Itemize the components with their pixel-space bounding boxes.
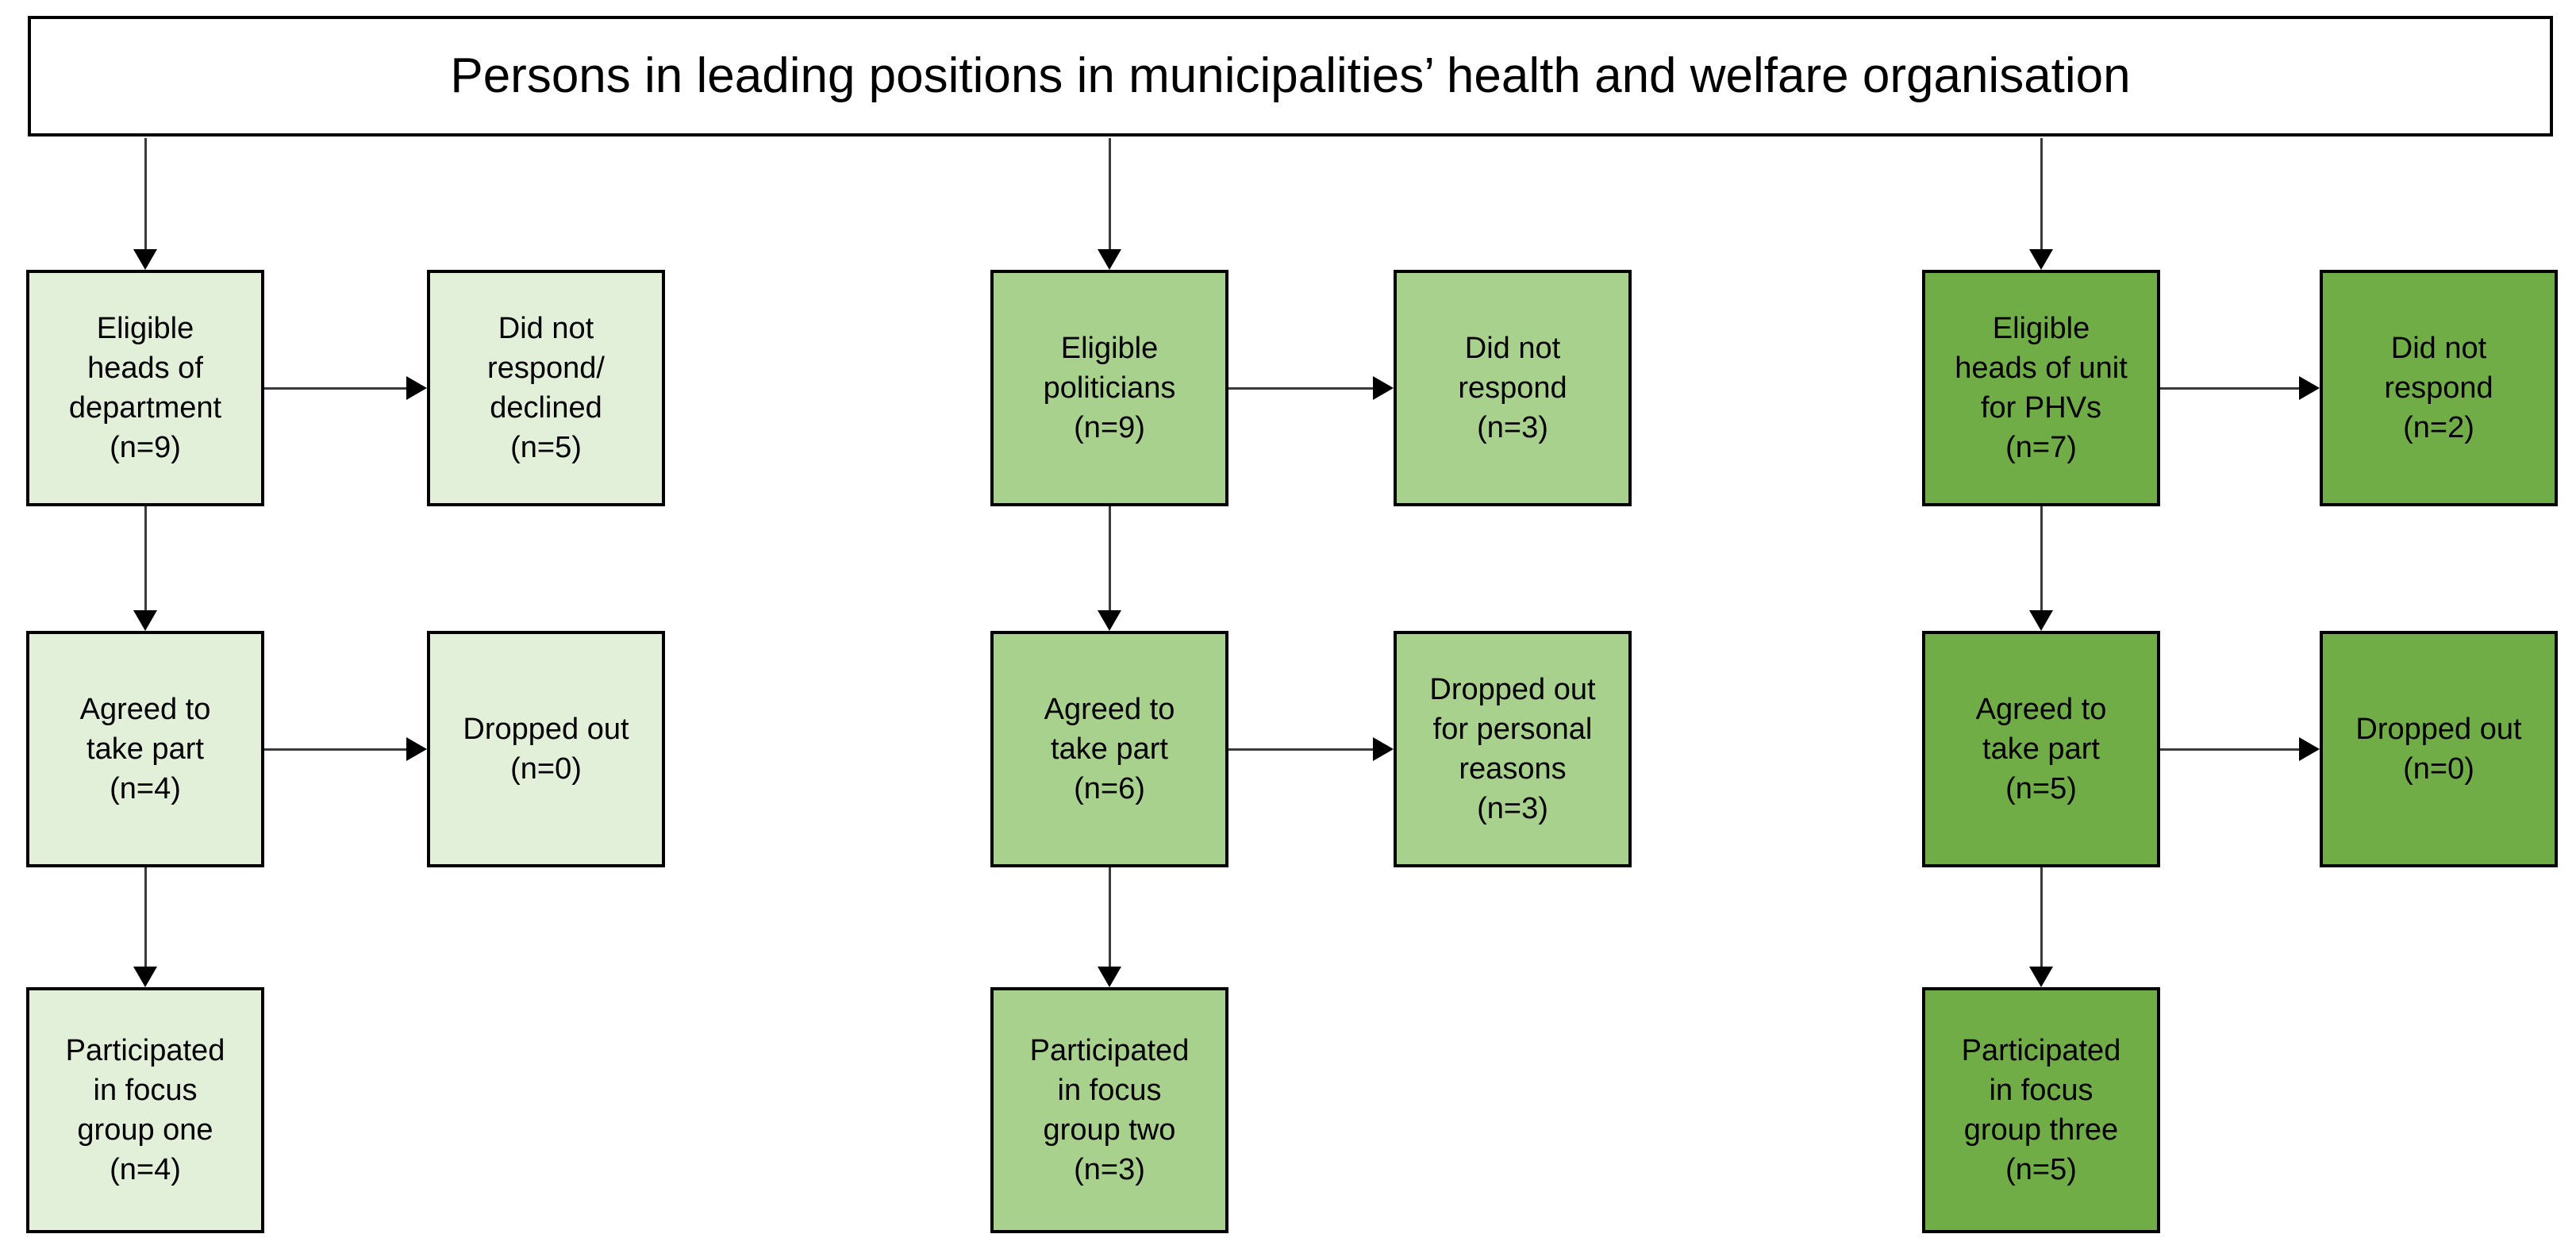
connector-line bbox=[264, 748, 408, 751]
box-group1-eligible: Eligible heads of department (n=9) bbox=[26, 270, 264, 506]
arrow-group1-agreed-to-dropped bbox=[264, 736, 427, 763]
box-group3-agreed: Agreed to take part (n=5) bbox=[1922, 631, 2160, 867]
arrow-group1-agreed-to-participated bbox=[133, 867, 157, 987]
connector-line bbox=[144, 867, 147, 968]
box-group3-eligible: Eligible heads of unit for PHVs (n=7) bbox=[1922, 270, 2160, 506]
arrow-group3-eligible-to-agreed bbox=[2029, 506, 2053, 631]
box-group3-dropped-out: Dropped out (n=0) bbox=[2320, 631, 2558, 867]
arrow-group3-agreed-to-dropped bbox=[2160, 736, 2320, 763]
arrowhead-right-icon bbox=[406, 376, 427, 400]
box-group2-agreed: Agreed to take part (n=6) bbox=[990, 631, 1228, 867]
arrow-group1-eligible-to-noresponse bbox=[264, 375, 427, 402]
box-text: Participated in focus group two (n=3) bbox=[1029, 1033, 1190, 1187]
arrowhead-down-icon bbox=[133, 967, 157, 987]
arrowhead-right-icon bbox=[1373, 737, 1394, 761]
connector-line bbox=[2160, 748, 2301, 751]
arrow-group3-eligible-to-noresponse bbox=[2160, 375, 2320, 402]
box-group2-dropped-out: Dropped out for personal reasons (n=3) bbox=[1394, 631, 1632, 867]
arrowhead-down-icon bbox=[1098, 610, 1121, 631]
arrow-group2-agreed-to-dropped bbox=[1228, 736, 1394, 763]
box-text: Agreed to take part (n=5) bbox=[1975, 692, 2107, 806]
box-text: Participated in focus group three (n=5) bbox=[1961, 1033, 2121, 1187]
arrow-title-to-group2 bbox=[1098, 138, 1121, 270]
arrowhead-down-icon bbox=[2029, 610, 2053, 631]
arrow-group2-agreed-to-participated bbox=[1098, 867, 1121, 987]
arrow-group2-eligible-to-agreed bbox=[1098, 506, 1121, 631]
connector-line bbox=[2160, 386, 2301, 390]
box-text: Eligible heads of department (n=9) bbox=[68, 311, 222, 465]
box-group1-agreed: Agreed to take part (n=4) bbox=[26, 631, 264, 867]
arrowhead-down-icon bbox=[133, 610, 157, 631]
connector-line bbox=[1108, 138, 1111, 251]
box-group2-participated: Participated in focus group two (n=3) bbox=[990, 987, 1228, 1233]
box-group2-did-not-respond: Did not respond (n=3) bbox=[1394, 270, 1632, 506]
arrowhead-down-icon bbox=[2029, 249, 2053, 270]
arrowhead-right-icon bbox=[406, 737, 427, 761]
connector-line bbox=[1108, 506, 1111, 612]
connector-line bbox=[2040, 506, 2043, 612]
arrowhead-right-icon bbox=[2299, 376, 2320, 400]
connector-line bbox=[1108, 867, 1111, 968]
connector-line bbox=[264, 386, 408, 390]
box-text: Eligible politicians (n=9) bbox=[1043, 331, 1176, 445]
box-text: Dropped out (n=0) bbox=[463, 712, 629, 786]
box-text: Dropped out (n=0) bbox=[2355, 712, 2522, 786]
box-text: Did not respond/ declined (n=5) bbox=[487, 311, 605, 465]
box-group2-eligible: Eligible politicians (n=9) bbox=[990, 270, 1228, 506]
connector-line bbox=[1228, 386, 1375, 390]
connector-line bbox=[144, 138, 147, 251]
box-text: Agreed to take part (n=4) bbox=[79, 692, 211, 806]
box-text: Did not respond (n=3) bbox=[1458, 331, 1567, 445]
box-group3-participated: Participated in focus group three (n=5) bbox=[1922, 987, 2160, 1233]
arrowhead-down-icon bbox=[133, 249, 157, 270]
box-text: Agreed to take part (n=6) bbox=[1044, 692, 1175, 806]
arrowhead-down-icon bbox=[1098, 249, 1121, 270]
arrow-group2-eligible-to-noresponse bbox=[1228, 375, 1394, 402]
connector-line bbox=[144, 506, 147, 612]
box-text: Dropped out for personal reasons (n=3) bbox=[1429, 672, 1596, 826]
diagram-title: Persons in leading positions in municipa… bbox=[28, 16, 2553, 136]
arrowhead-down-icon bbox=[2029, 967, 2053, 987]
box-text: Participated in focus group one (n=4) bbox=[65, 1033, 225, 1187]
arrow-group3-agreed-to-participated bbox=[2029, 867, 2053, 987]
box-text: Eligible heads of unit for PHVs (n=7) bbox=[1955, 311, 2128, 465]
box-group3-did-not-respond: Did not respond (n=2) bbox=[2320, 270, 2558, 506]
connector-line bbox=[2040, 867, 2043, 968]
connector-line bbox=[2040, 138, 2043, 251]
arrow-group1-eligible-to-agreed bbox=[133, 506, 157, 631]
arrow-title-to-group3 bbox=[2029, 138, 2053, 270]
box-text: Did not respond (n=2) bbox=[2384, 331, 2493, 445]
diagram-title-text: Persons in leading positions in municipa… bbox=[450, 48, 2131, 103]
arrowhead-right-icon bbox=[1373, 376, 1394, 400]
arrow-title-to-group1 bbox=[133, 138, 157, 270]
arrowhead-down-icon bbox=[1098, 967, 1121, 987]
box-group1-dropped-out: Dropped out (n=0) bbox=[427, 631, 665, 867]
box-group1-did-not-respond: Did not respond/ declined (n=5) bbox=[427, 270, 665, 506]
arrowhead-right-icon bbox=[2299, 737, 2320, 761]
box-group1-participated: Participated in focus group one (n=4) bbox=[26, 987, 264, 1233]
connector-line bbox=[1228, 748, 1375, 751]
